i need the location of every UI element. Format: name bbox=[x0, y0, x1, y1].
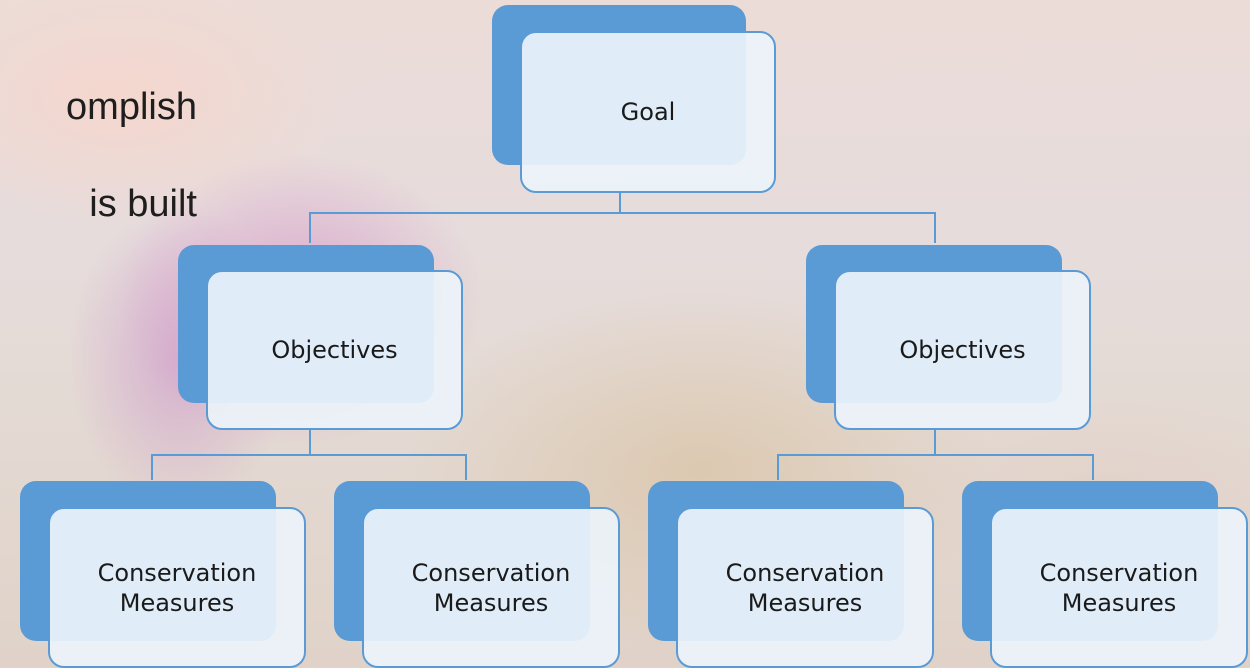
measure-node-box: Conservation Measures bbox=[990, 507, 1248, 668]
objective-right-to-measure-4-connector bbox=[935, 454, 1094, 480]
background-text-line-1: omplish bbox=[66, 86, 197, 128]
measure-label: Conservation Measures bbox=[1039, 558, 1199, 617]
measure-label: Conservation Measures bbox=[725, 558, 885, 617]
measure-label: Conservation Measures bbox=[411, 558, 571, 617]
measure-node-box: Conservation Measures bbox=[48, 507, 306, 668]
goal-to-objectives-connector bbox=[309, 193, 621, 243]
measure-label: Conservation Measures bbox=[97, 558, 257, 617]
objective-label: Objectives bbox=[271, 336, 398, 364]
goal-to-objective-right-connector bbox=[620, 212, 936, 243]
measure-node-box: Conservation Measures bbox=[362, 507, 620, 668]
measure-node-box: Conservation Measures bbox=[676, 507, 934, 668]
objective-label: Objectives bbox=[899, 336, 1026, 364]
background-text-line-2: is built bbox=[89, 183, 197, 225]
objective-node-box: Objectives bbox=[834, 270, 1091, 430]
objective-left-to-measure-2-connector bbox=[310, 454, 467, 480]
goal-node-box: Goal bbox=[520, 31, 776, 193]
goal-label: Goal bbox=[620, 98, 676, 126]
objective-left-to-measures-connector bbox=[151, 428, 311, 480]
objective-right-to-measures-connector bbox=[777, 428, 936, 480]
objective-node-box: Objectives bbox=[206, 270, 463, 430]
